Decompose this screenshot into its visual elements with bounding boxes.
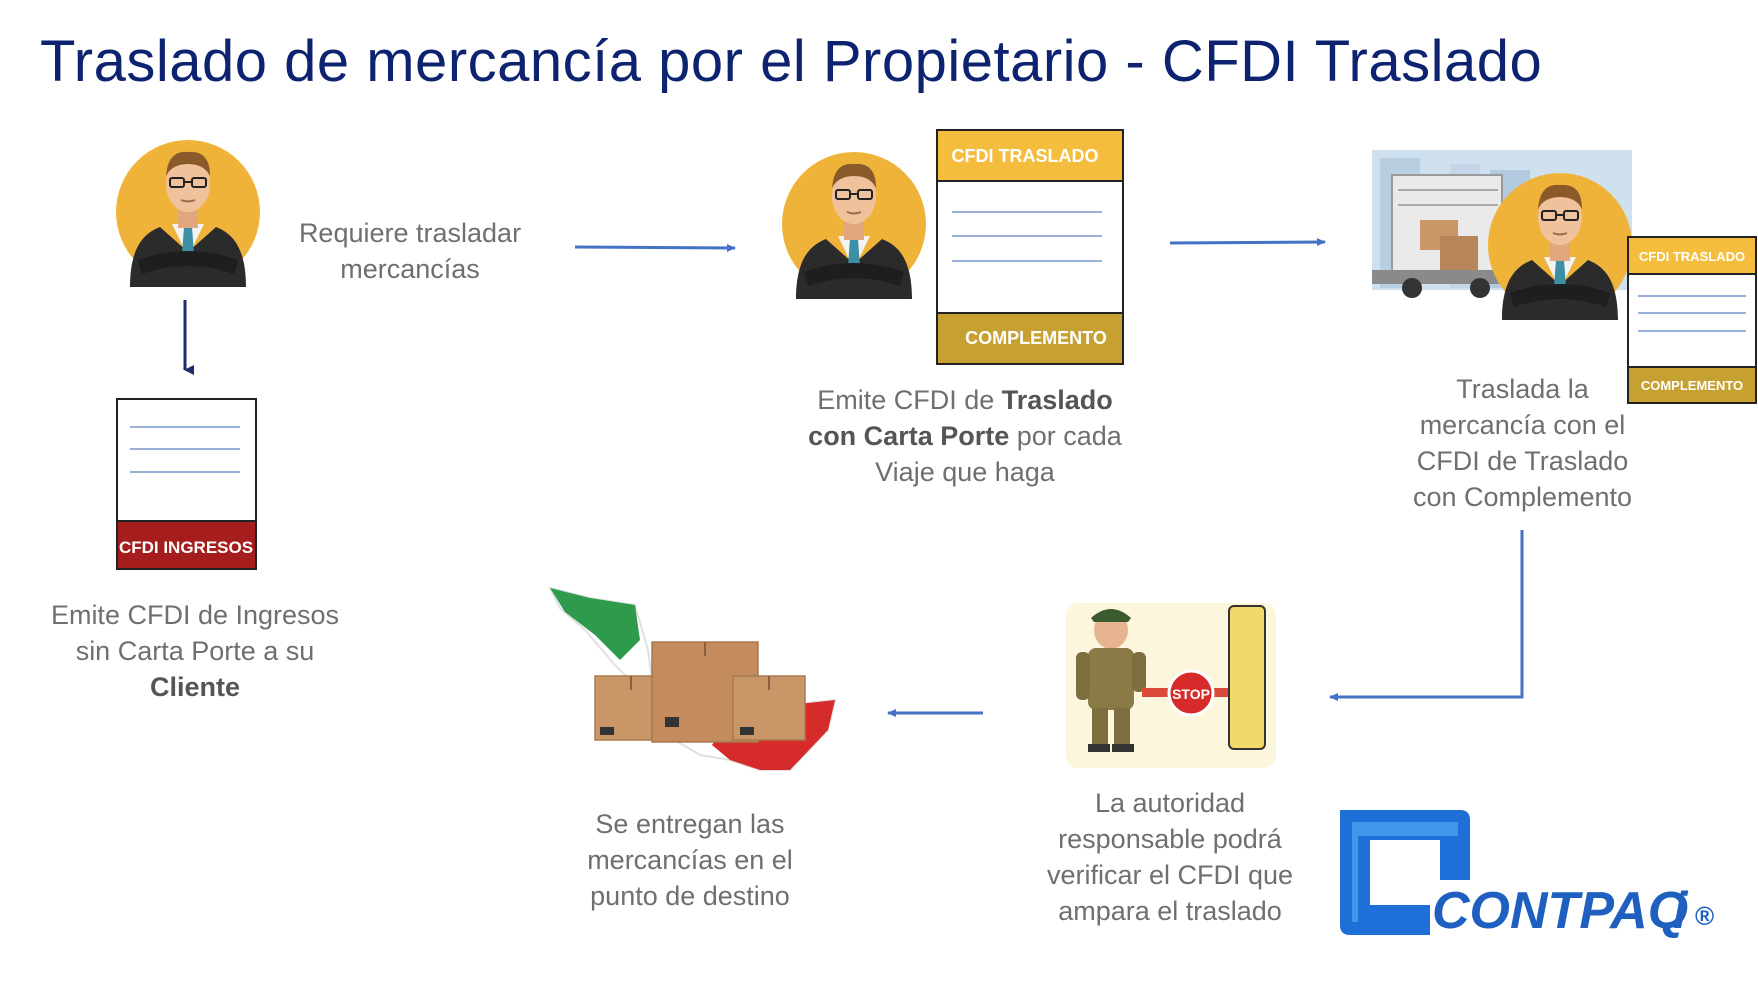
caption-ingresos: Emite CFDI de Ingresos sin Carta Porte a…: [25, 597, 365, 705]
arrow-to-traslada: [1169, 238, 1326, 247]
caption-traslada-line3: CFDI de Traslado: [1416, 446, 1629, 476]
caption-emite-pre: Emite CFDI de: [817, 385, 1002, 415]
page-title: Traslado de mercancía por el Propietario…: [40, 29, 1543, 94]
caption-emite-bold2: con Carta Porte: [808, 421, 1010, 451]
caption-entrega: Se entregan las mercancías en el punto d…: [560, 806, 820, 914]
mexico-map-boxes-image: [548, 586, 837, 771]
complemento-small-label: COMPLEMENTO: [1641, 378, 1743, 393]
caption-traslada-line2: mercancía con el: [1419, 410, 1626, 440]
stop-sign-text: STOP: [1172, 686, 1210, 702]
arrow-to-emite: [574, 243, 736, 252]
caption-autoridad-line4: ampara el traslado: [1058, 896, 1282, 926]
logo-registered-mark: ®: [1695, 901, 1714, 931]
cfdi-ingresos-label: CFDI INGRESOS: [119, 538, 253, 557]
logo-text: CONTPAQ: [1432, 882, 1688, 940]
caption-emite-bold1: Traslado: [1001, 385, 1113, 415]
caption-entrega-line2: mercancías en el: [587, 845, 793, 875]
caption-traslada-line1: Traslada la: [1456, 374, 1589, 404]
owner-avatar-3: [1487, 172, 1633, 321]
caption-emite: Emite CFDI de Traslado con Carta Porte p…: [790, 382, 1140, 490]
cfdi-traslado-document: CFDI TRASLADO COMPLEMENTO: [936, 129, 1124, 365]
cfdi-traslado-small-label: CFDI TRASLADO: [1639, 249, 1745, 264]
caption-emite-line3: Viaje que haga: [875, 457, 1055, 487]
caption-emite-post: por cada: [1009, 421, 1122, 451]
caption-entrega-line3: punto de destino: [590, 881, 790, 911]
caption-ingresos-line1: Emite CFDI de Ingresos: [50, 600, 340, 630]
cfdi-traslado-label: CFDI TRASLADO: [952, 146, 1099, 166]
caption-ingresos-line3: Cliente: [149, 672, 241, 702]
caption-entrega-line1: Se entregan las: [595, 809, 785, 839]
caption-autoridad-line3: verificar el CFDI que: [1046, 860, 1294, 890]
caption-ingresos-line2: sin Carta Porte a su: [75, 636, 315, 666]
arrow-to-autoridad: [1329, 530, 1524, 701]
caption-requires-line1: Requiere trasladar: [298, 218, 522, 248]
logo-suffix: i: [1673, 882, 1689, 940]
contpaqi-logo: CONTPAQ i ®: [1340, 810, 1714, 940]
caption-autoridad-line2: responsable podrá: [1058, 824, 1282, 854]
caption-traslada-line4: con Complemento: [1412, 482, 1633, 512]
cfdi-traslado-small-document: CFDI TRASLADO COMPLEMENTO: [1627, 236, 1757, 404]
owner-avatar-2: [781, 151, 927, 300]
cfdi-ingresos-document: CFDI INGRESOS: [116, 398, 257, 570]
caption-requires-line2: mercancías: [340, 254, 480, 284]
caption-autoridad: La autoridad responsable podrá verificar…: [1020, 785, 1320, 929]
caption-requires: Requiere trasladar mercancías: [260, 215, 560, 287]
caption-traslada: Traslada la mercancía con el CFDI de Tra…: [1380, 371, 1665, 515]
checkpoint-image: STOP: [1066, 603, 1276, 768]
owner-avatar-1: [115, 139, 261, 288]
caption-autoridad-line1: La autoridad: [1094, 788, 1246, 818]
complemento-label: COMPLEMENTO: [965, 328, 1107, 348]
